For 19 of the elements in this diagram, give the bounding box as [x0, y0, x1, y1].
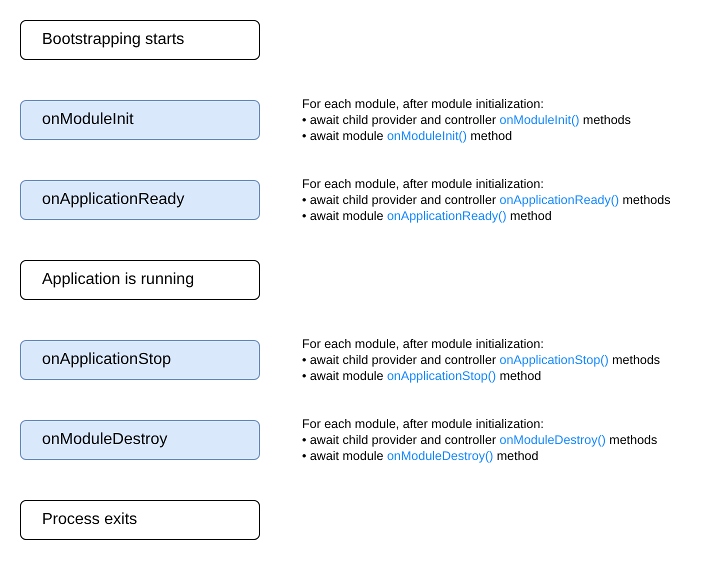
hook-box: onApplicationStop [20, 340, 260, 380]
bullet-item: • await child provider and controller onModuleInit() methods [302, 112, 631, 128]
bullet-item: • await child provider and controller onModuleDestroy() methods [302, 432, 658, 448]
bullet-item: • await module onModuleDestroy() method [302, 448, 538, 464]
hook-box: onModuleInit [20, 100, 260, 140]
stage-box: Bootstrapping starts [20, 20, 260, 60]
stage-box: Application is running [20, 260, 260, 300]
stage-box: Process exits [20, 500, 260, 540]
hook-box: onApplicationReady [20, 180, 260, 220]
hook-box: onModuleDestroy [20, 420, 260, 460]
description-text: For each module, after module initialization: [302, 336, 544, 352]
bullet-item: • await child provider and controller onApplicationReady() methods [302, 192, 670, 208]
description-text: For each module, after module initialization: [302, 176, 544, 192]
bullet-item: • await module onApplicationStop() method [302, 368, 542, 384]
bullet-item: • await module onApplicationReady() method [302, 208, 552, 224]
bullet-item: • await child provider and controller onApplicationStop() methods [302, 352, 660, 368]
description-text: For each module, after module initialization: [302, 96, 544, 112]
description-text: For each module, after module initialization: [302, 416, 544, 432]
bullet-item: • await module onModuleInit() method [302, 128, 512, 144]
